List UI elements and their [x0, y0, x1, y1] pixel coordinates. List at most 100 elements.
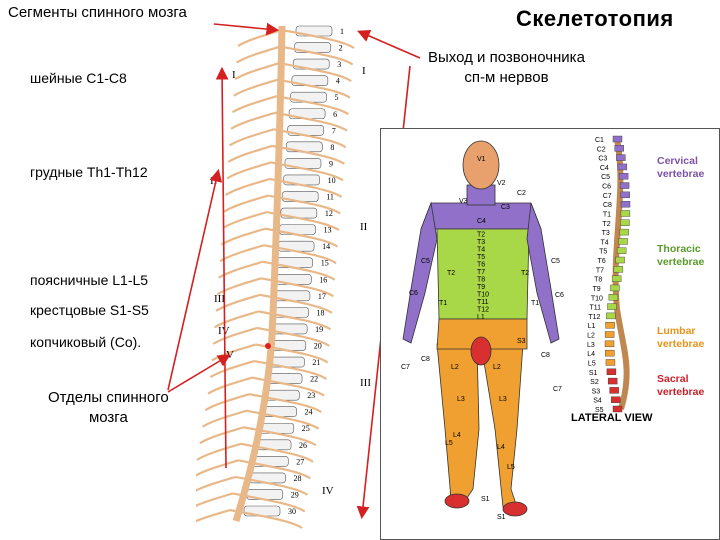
nerve-root-left — [213, 310, 259, 329]
nerve-root-right — [251, 376, 325, 397]
nerve-root-left — [196, 492, 234, 507]
arm-label: T1 — [531, 300, 539, 307]
leg-label: L5 — [445, 440, 453, 447]
roman-right-1: I — [362, 65, 366, 77]
region-thoracic-label: грудные Th1-Th12 — [30, 164, 148, 180]
trunk-label: T8 — [477, 277, 485, 284]
vertebra-number: 15 — [321, 259, 329, 268]
vertebra-number: 9 — [329, 159, 333, 168]
dermatome-figure: V1V2V3C2C3C4T2T3T4T5T6T7T8T9T10T11T12L1C… — [401, 135, 653, 521]
exit-label-line2: сп-м нервов — [464, 69, 549, 86]
lateral-vertebra — [604, 331, 615, 338]
trunk-label: T10 — [477, 292, 489, 299]
region-cervical-label: шейные С1-С8 — [30, 70, 127, 86]
lateral-vertebra-label: T2 — [602, 221, 610, 228]
vertebra-number-labels: 1234567891011121314151617181920212223242… — [288, 27, 344, 516]
lateral-vertebra — [619, 228, 629, 236]
nerve-root-left — [236, 45, 281, 64]
spinal-cord — [232, 25, 286, 523]
vertebra-number: 18 — [317, 308, 325, 317]
trunk-label: T2 — [477, 232, 485, 239]
nerve-root-right — [240, 442, 314, 463]
lateral-vertebra-label: S1 — [589, 370, 598, 377]
lateral-vertebra-label: C7 — [603, 193, 612, 200]
lateral-vertebra-label: T12 — [588, 314, 600, 321]
arm-label: C8 — [541, 352, 550, 359]
arm-label: C6 — [555, 292, 564, 299]
vertebra-number: 25 — [302, 424, 310, 433]
leg-label: L2 — [493, 364, 501, 371]
roman-left-3: III — [214, 293, 225, 305]
legend-thoracic-line1: Thoracic — [657, 243, 701, 255]
nerve-root-left — [204, 393, 250, 412]
nerve-root-right — [276, 95, 350, 116]
lateral-vertebra-label: C4 — [600, 165, 609, 172]
body-region-labels: V1V2V3C2C3C4T2T3T4T5T6T7T8T9T10T11T12L1C… — [401, 156, 564, 521]
arm-label: C8 — [421, 356, 430, 363]
lateral-vertebra — [614, 145, 624, 152]
nerve-root-left — [223, 194, 269, 213]
head — [462, 140, 500, 190]
lateral-view-label: LATERAL VIEW — [571, 412, 653, 424]
trunk-label: T12 — [477, 307, 489, 314]
lateral-vertebra — [616, 154, 626, 161]
exit-label-line1: Выход и позвоночника — [428, 49, 585, 66]
roman-right-2: II — [360, 221, 368, 233]
arrow-sections-up — [167, 168, 223, 391]
arm-label: C6 — [409, 290, 418, 297]
arm-label: S3 — [517, 338, 526, 345]
legend-thoracic-line2: vertebrae — [657, 256, 705, 268]
trunk-label: T6 — [477, 262, 485, 269]
lateral-vertebra — [608, 294, 619, 301]
leg-label: L3 — [499, 396, 507, 403]
nerve-root-right — [235, 475, 309, 496]
vertebra-number: 11 — [326, 193, 334, 202]
leg-label: L5 — [507, 464, 515, 471]
nerve-root-left — [212, 326, 258, 345]
lateral-vertebra-label: S5 — [595, 407, 604, 414]
legend-lumbar: Lumbar vertebrae — [657, 325, 704, 351]
nerve-root-right — [246, 409, 320, 430]
arm-label: C5 — [551, 258, 560, 265]
arm-label: C7 — [401, 364, 410, 371]
lateral-vertebra-label: T7 — [596, 267, 604, 274]
nerve-roots — [196, 28, 355, 529]
nerve-root-right — [258, 310, 332, 331]
lateral-vertebra — [604, 340, 615, 348]
nerve-root-right — [261, 277, 334, 298]
trunk-cervical — [420, 202, 542, 230]
lateral-vertebra-label: S3 — [592, 388, 601, 395]
nerve-root-left — [219, 244, 265, 263]
lateral-vertebra-label: T6 — [598, 258, 606, 265]
vertebra-number: 22 — [310, 375, 318, 384]
nerve-root-right — [256, 326, 330, 347]
arrow-segments — [213, 22, 280, 36]
lateral-vertebra — [620, 219, 630, 226]
arrow-sections-conus — [167, 354, 231, 393]
nerve-root-left — [225, 177, 270, 196]
lateral-vertebra-label: T10 — [591, 295, 603, 302]
nerve-root-right — [238, 459, 311, 480]
sections-label-line1: Отделы спинного — [48, 389, 169, 406]
vertebra-number: 27 — [296, 457, 304, 466]
vertebra-number: 1 — [340, 27, 344, 36]
nerve-root-left — [209, 359, 255, 378]
perineum-sacral — [470, 336, 492, 366]
lateral-vertebra — [619, 182, 630, 189]
nerve-root-right — [255, 343, 329, 364]
lateral-vertebra-label: C5 — [601, 174, 610, 181]
leg-right — [480, 343, 524, 508]
nerve-root-left — [196, 475, 236, 492]
vertebra-number: 12 — [325, 209, 333, 218]
lateral-vertebra-label: T9 — [592, 286, 600, 293]
lateral-vertebra — [618, 238, 628, 245]
nerve-root-left — [215, 293, 261, 312]
lateral-vertebra-label: T1 — [603, 211, 611, 218]
leg-label: L4 — [497, 444, 505, 451]
vertebra-number: 17 — [318, 292, 326, 301]
arm-right — [526, 202, 560, 344]
lateral-vertebra-label: C3 — [598, 156, 607, 163]
lateral-spine-labels: C1C2C3C4C5C6C7C8T1T2T3T4T5T6T7T8T9T10T11… — [587, 137, 612, 414]
vertebra-number: 16 — [319, 275, 327, 284]
legend-sacral: Sacral vertebrae — [657, 373, 704, 399]
